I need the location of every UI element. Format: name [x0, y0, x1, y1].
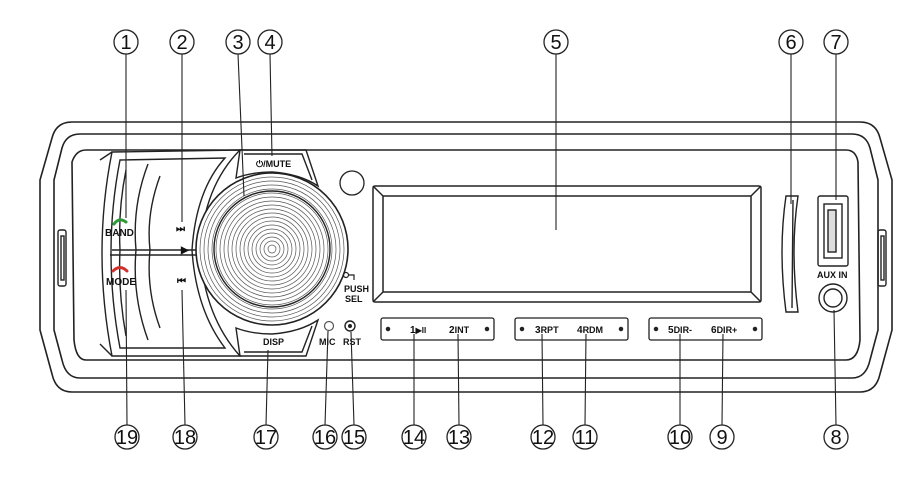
call-reject-icon [111, 266, 129, 273]
sel-label: SEL [345, 294, 363, 304]
callout-6: 6 [785, 32, 796, 54]
callout-9: 9 [716, 427, 727, 449]
next-track-icon: ⏭ [176, 224, 185, 235]
callout-18: 18 [174, 427, 196, 449]
callout-7: 7 [830, 32, 841, 54]
usb-port[interactable] [817, 195, 849, 267]
ir-sensor [339, 170, 365, 196]
reset-hole[interactable] [344, 320, 356, 332]
band-label: BAND [105, 228, 134, 239]
callout-2: 2 [176, 32, 187, 54]
push-select-icon [342, 271, 355, 280]
preset-4-label: 4RDM [577, 325, 603, 336]
right-clip [877, 229, 887, 287]
left-clip [57, 229, 67, 287]
housing [39, 121, 893, 393]
left-button-cluster [99, 149, 242, 357]
disp-label: DISP [263, 337, 284, 347]
callout-8: 8 [830, 427, 841, 449]
callout-19: 19 [116, 427, 138, 449]
play-pause-icon: ▶ [180, 245, 190, 256]
callout-11: 11 [575, 427, 596, 449]
callout-12: 12 [532, 427, 554, 449]
mode-label: MODE [106, 277, 136, 288]
call-accept-icon [112, 218, 128, 226]
preset-6-label: 6DIR+ [711, 325, 737, 336]
volume-knob[interactable] [195, 172, 349, 326]
mute-label: ⏻/MUTE [256, 159, 291, 169]
preset-pad-right[interactable] [648, 317, 763, 341]
callout-15: 15 [343, 427, 365, 449]
callout-circles [113, 29, 849, 450]
leader-lines [125, 53, 837, 426]
preset-5-label: 5DIR- [668, 325, 692, 336]
lcd-display [372, 185, 762, 303]
card-slot [781, 195, 799, 313]
push-label: PUSH [344, 284, 369, 294]
aux-jack[interactable] [818, 283, 848, 313]
callout-5: 5 [550, 32, 561, 54]
mic-hole [323, 320, 335, 332]
callout-16: 16 [314, 427, 336, 449]
callout-numbers: 1 2 3 4 5 6 7 8 9 10 11 12 13 14 15 16 1… [116, 32, 842, 449]
preset-pad-left[interactable] [380, 317, 495, 341]
callout-14: 14 [403, 427, 425, 449]
prev-track-icon: ⏮ [177, 276, 186, 287]
aux-in-label: AUX IN [817, 270, 848, 280]
callout-13: 13 [448, 427, 470, 449]
callout-1: 1 [120, 32, 131, 54]
rst-label: RST [343, 337, 362, 347]
preset-pad-middle[interactable] [514, 317, 629, 341]
callout-10: 10 [669, 427, 691, 449]
callout-3: 3 [232, 32, 243, 54]
disp-button-outline[interactable] [235, 318, 320, 357]
preset-2-label: 2INT [449, 325, 470, 336]
callout-17: 17 [255, 427, 277, 449]
preset-3-label: 3RPT [535, 325, 559, 336]
callout-4: 4 [264, 32, 275, 54]
preset-1-label: 1▶II [410, 325, 426, 336]
